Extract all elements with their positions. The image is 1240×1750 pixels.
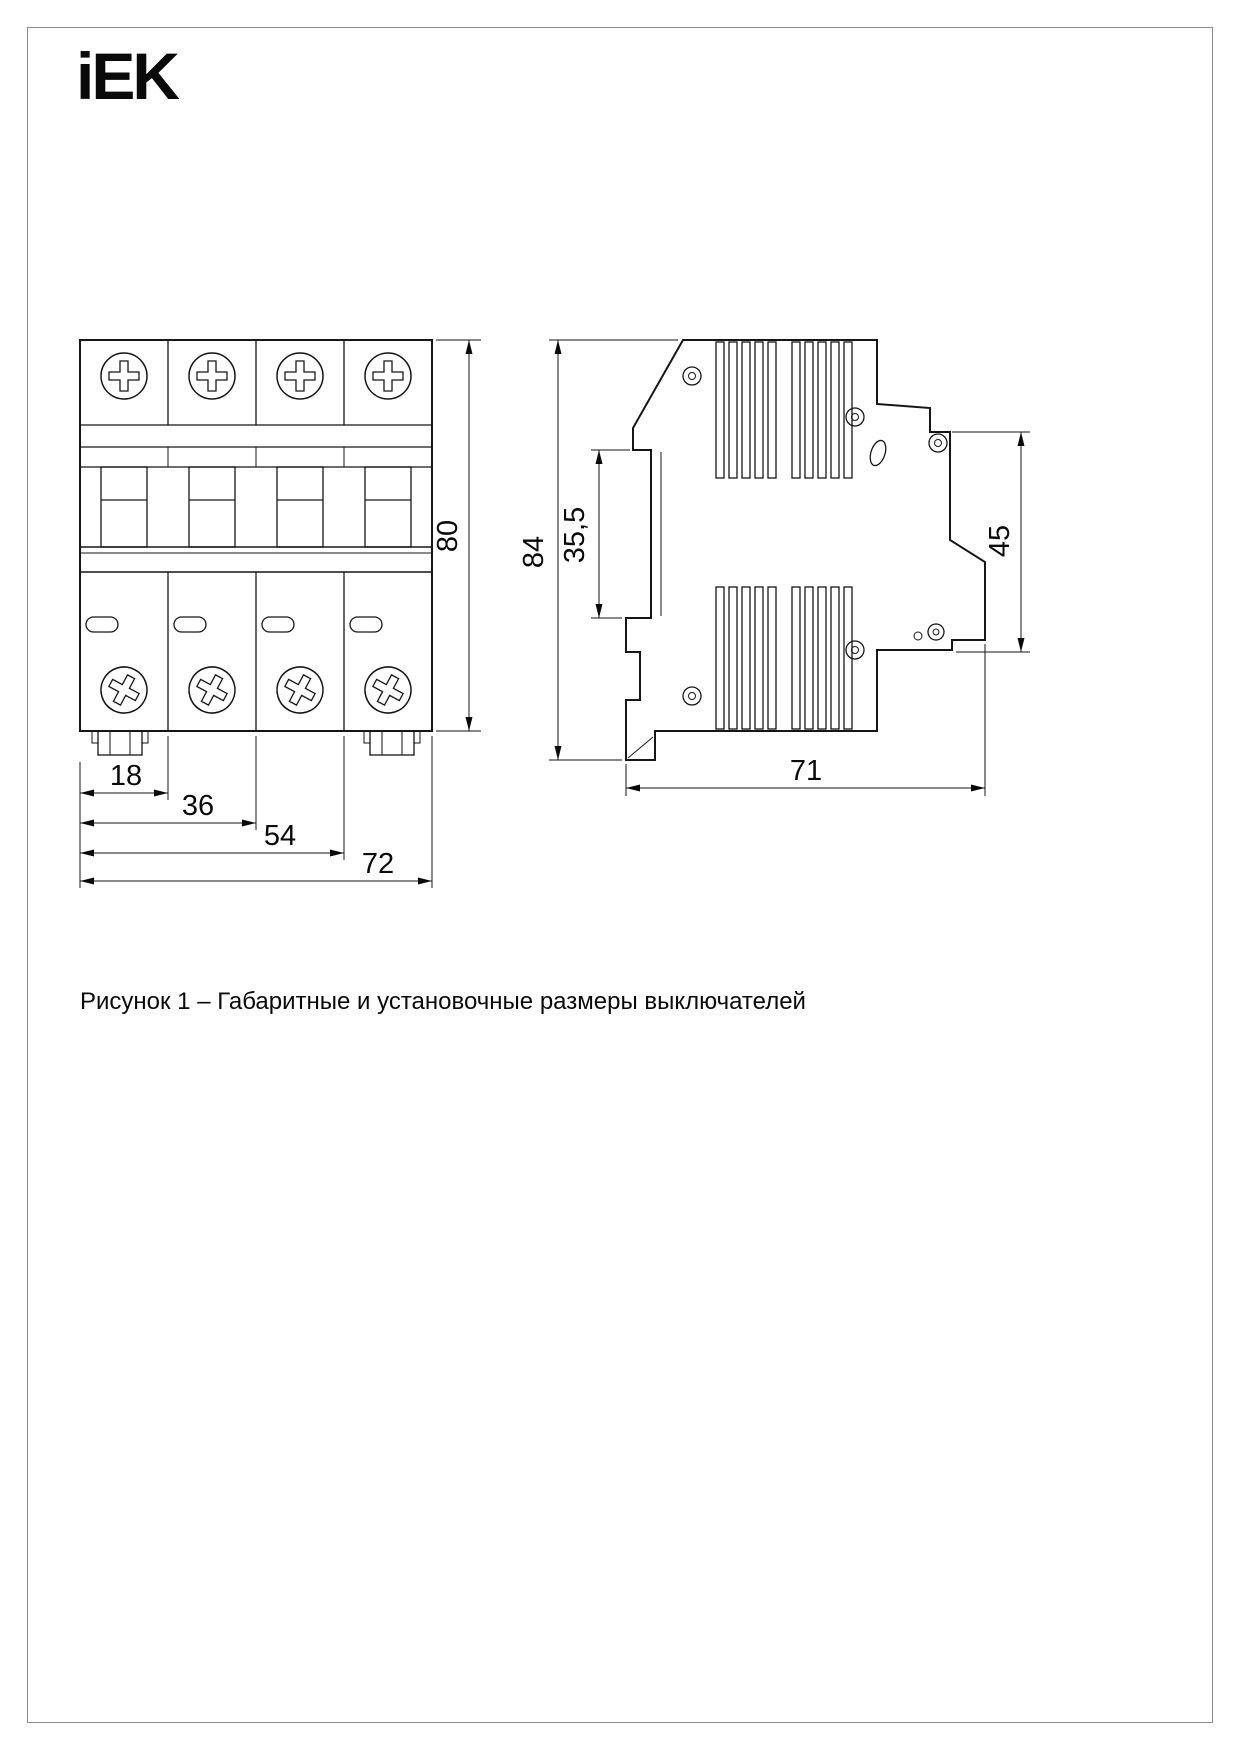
page-border <box>27 27 1213 1723</box>
pole-dividers-top <box>167 340 345 425</box>
figure-caption: Рисунок 1 – Габаритные и установочные ра… <box>80 988 806 1015</box>
dim-label-35-5: 35,5 <box>559 507 591 563</box>
handle-tie-bar <box>79 546 433 573</box>
rivets <box>682 366 948 706</box>
dim-label-54: 54 <box>264 820 296 852</box>
dim-label-80: 80 <box>432 520 464 552</box>
pole-dividers-mid <box>167 447 345 467</box>
curved-slot <box>869 439 887 467</box>
side-view <box>625 339 986 761</box>
front-view <box>79 339 433 756</box>
dim-label-18: 18 <box>110 760 142 792</box>
ventilation-slots-bottom <box>715 586 853 730</box>
top-screw-terminals <box>100 352 412 400</box>
dim-label-84: 84 <box>518 536 550 568</box>
side-dimensions: 84 35,5 45 71 <box>518 339 1030 796</box>
dim-label-45: 45 <box>984 525 1016 557</box>
dim-label-36: 36 <box>182 790 214 822</box>
front-dimensions: 80 18 36 54 72 <box>79 339 481 888</box>
marking-windows <box>85 616 383 633</box>
pole-dividers-bottom <box>167 572 345 731</box>
dim-label-72: 72 <box>362 848 394 880</box>
iek-logo: iEK <box>76 39 180 113</box>
bottom-screw-terminals <box>100 666 412 714</box>
dim-label-71: 71 <box>790 755 822 787</box>
ventilation-slots-top <box>715 341 853 479</box>
toggle-handles <box>100 466 412 548</box>
din-clips <box>91 730 421 756</box>
